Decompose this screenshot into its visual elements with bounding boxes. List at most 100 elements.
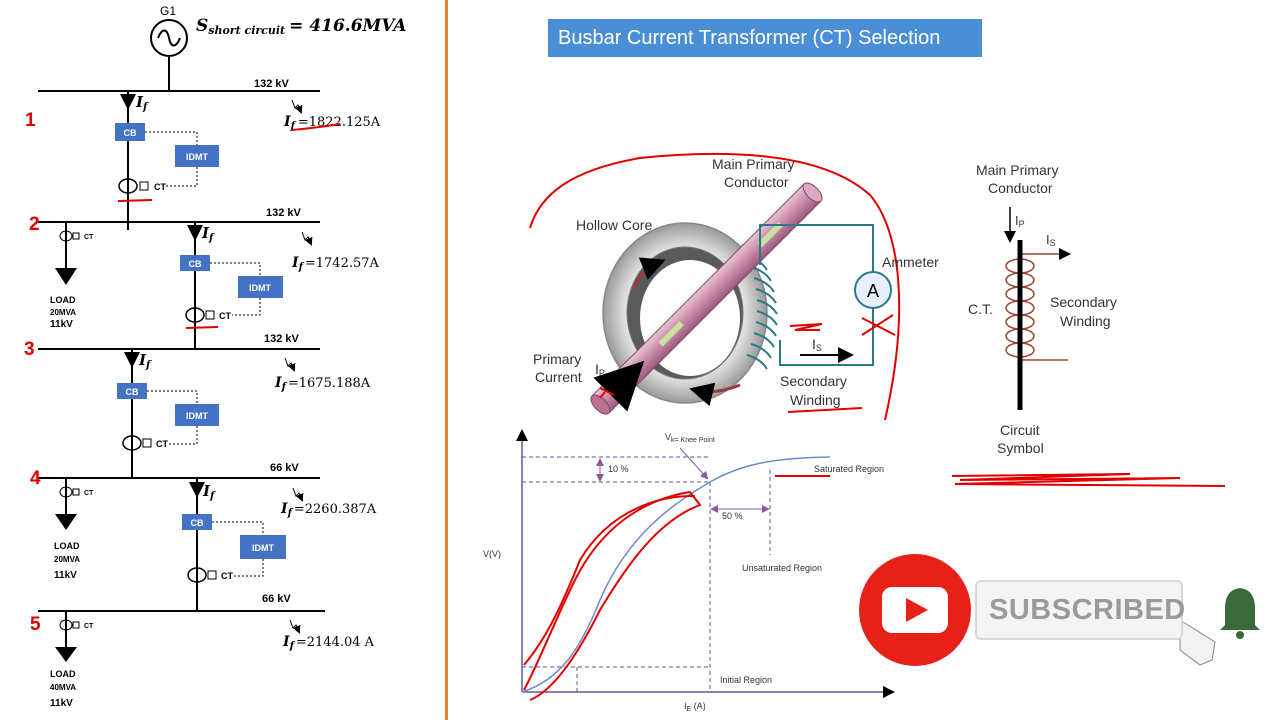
bus-2-number: 2 [29,214,40,235]
bus-3-fault-current: If=1675.188A [274,375,371,393]
subscribe-graphic[interactable] [859,554,1260,666]
ct-label: CT [84,234,94,241]
generator-label: G1 [160,4,176,18]
primary-current-label: Primary [533,351,581,367]
load-arrow-icon [55,514,77,530]
bus-4-number: 4 [30,468,41,489]
subscribed-button[interactable]: SUBSCRIBED [975,580,1185,640]
bus-5-voltage: 66 kV [262,593,291,605]
ct-icon [185,307,205,323]
bus-3-number: 3 [24,339,35,360]
short-circuit-formula: Sshort circuit= 416.6MVA [196,16,406,37]
bus-4-voltage: 66 kV [270,462,299,474]
bus-1-voltage: 132 kV [254,78,290,90]
load-2-label: LOAD [54,541,80,551]
load-1-label: LOAD [50,295,76,305]
knee-point-label: Vk= Knee Point [665,432,715,444]
symbol-circuit-label: Circuit [1000,422,1040,438]
hand-cursor-icon [1179,619,1216,666]
hollow-core-label: Hollow Core [576,217,652,233]
slide-title: Busbar Current Transformer (CT) Selectio… [548,19,982,57]
unsaturated-region-label: Unsaturated Region [742,563,822,573]
ct-icon [187,567,207,583]
cb-box [182,514,212,530]
bus-2-fault-current: If=1742.57A [291,255,380,273]
bus-1-number: 1 [25,110,36,131]
x-axis-label: IE (A) [684,701,706,713]
cb-box [115,123,145,141]
cb-label: CB [124,128,137,138]
ct-label: CT [219,311,231,321]
secondary-winding-label: Secondary [780,373,847,389]
cb-box [180,255,210,271]
load-1-rating: 20MVA [50,308,76,317]
saturated-region-label: Saturated Region [814,464,884,474]
main-primary-label: Main Primary [712,156,794,172]
idmt-label: IDMT [186,411,208,421]
excitation-curve: Vk= Knee Point 10 % 50 % Saturated Regio… [483,429,895,713]
ct-circuit-symbol: Main Primary Conductor IP IS C.T. Second… [951,162,1226,487]
fault-current-arrow-label: If [138,351,152,371]
ct-icon [118,178,138,194]
orange-divider [445,0,448,720]
load-arrow-icon [55,268,77,285]
ct-label: CT [221,571,233,581]
primary-current-label-2: Current [535,369,582,385]
load-2-rating: 20MVA [54,555,80,564]
load-2-voltage: 11kV [54,570,77,581]
symbol-ip-label: IP [1015,213,1025,229]
idmt-box [175,404,219,426]
symbol-ct-label: C.T. [968,301,993,317]
ct-construction-diagram: A Main Primary Conductor Hollow Core Amm… [529,152,939,421]
single-line-diagram: G1 Sshort circuit= 416.6MVA 132 kV 1 If … [24,4,406,709]
bus-5-fault-current: If=2144.04 A [282,634,375,652]
fault-current-arrow-label: If [135,93,149,113]
ammeter-label: Ammeter [882,254,939,270]
load-1-voltage: 11kV [50,319,73,330]
fifty-percent-label: 50 % [722,511,743,521]
load-3-label: LOAD [50,669,76,679]
ammeter-symbol: A [867,281,879,301]
idmt-label: IDMT [186,152,208,162]
is-label: IS [812,336,822,353]
cb-box [117,383,147,399]
ct-icon [122,435,142,451]
secondary-winding-label-2: Winding [790,392,841,408]
symbol-secondary-label-2: Winding [1060,313,1111,329]
cb-label: CB [126,387,139,397]
ct-label: CT [84,623,94,630]
idmt-box [175,145,219,167]
symbol-primary-label: Main Primary [976,162,1058,178]
cb-label: CB [189,259,202,269]
fault-current-arrow-label: If [201,224,215,244]
symbol-primary-label-2: Conductor [988,180,1053,196]
idmt-label: IDMT [252,543,274,553]
cb-label: CB [191,518,204,528]
ct-label: CT [156,439,168,449]
idmt-box [240,535,286,559]
main-primary-label-2: Conductor [724,174,789,190]
y-axis-label: V(V) [483,549,501,559]
bus-3-voltage: 132 kV [264,333,300,345]
bus-4-fault-current: If=2260.387A [280,501,377,519]
fault-current-arrow-label: If [202,482,216,502]
curve-line [521,456,831,693]
load-3-voltage: 11kV [50,698,73,709]
load-3-rating: 40MVA [50,683,76,692]
ct-label: CT [154,182,166,192]
bus-2-voltage: 132 kV [266,207,302,219]
symbol-circuit-label-2: Symbol [997,440,1044,456]
ip-label: IP [595,361,605,378]
symbol-is-label: IS [1046,232,1056,248]
bell-icon[interactable] [1220,588,1260,630]
load-arrow-icon [55,647,77,662]
symbol-secondary-label: Secondary [1050,294,1117,310]
ammeter-icon [854,271,892,309]
ct-label: CT [84,490,94,497]
ten-percent-label: 10 % [608,464,629,474]
idmt-label: IDMT [249,283,271,293]
bus-5-number: 5 [30,614,41,635]
initial-region-label: Initial Region [720,675,772,685]
